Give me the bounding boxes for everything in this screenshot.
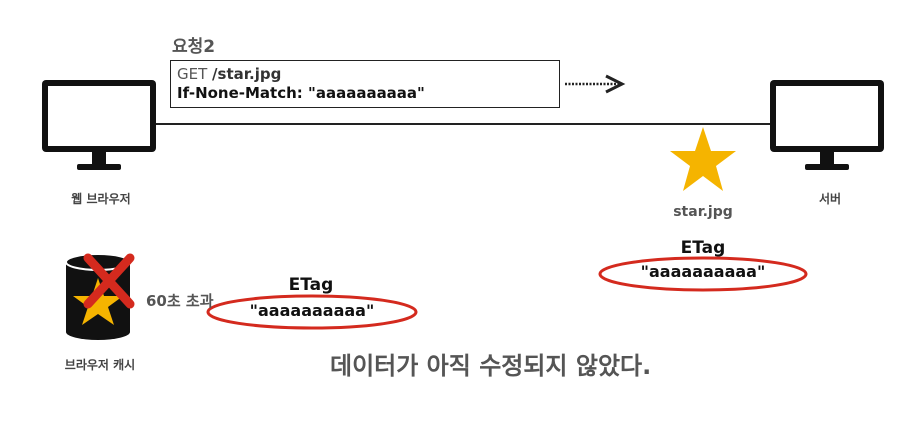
request-line: GET /star.jpg bbox=[177, 65, 553, 84]
arrow-right-icon bbox=[565, 74, 626, 94]
star-icon bbox=[670, 127, 736, 191]
server-resource-label: star.jpg bbox=[673, 204, 733, 220]
request-title: 요청2 bbox=[172, 37, 216, 57]
request-header: If-None-Match: "aaaaaaaaaa" bbox=[177, 84, 425, 102]
server-monitor-icon bbox=[770, 80, 884, 170]
cache-expired-text: 60초 초과 bbox=[146, 292, 214, 310]
cache-etag-highlight bbox=[206, 294, 418, 330]
cache-label: 브라우저 캐시 bbox=[64, 358, 136, 372]
server-etag-title: ETag bbox=[680, 238, 726, 258]
cache-etag-value: "aaaaaaaaaa" bbox=[249, 301, 375, 320]
server-etag-value: "aaaaaaaaaa" bbox=[640, 262, 766, 281]
request-method: GET bbox=[177, 65, 208, 83]
server-etag-highlight bbox=[598, 256, 808, 292]
client-label: 웹 브라우저 bbox=[71, 192, 131, 206]
client-monitor-icon bbox=[42, 80, 156, 170]
x-mark-icon bbox=[83, 253, 135, 309]
cache-etag-title: ETag bbox=[288, 275, 334, 295]
conclusion-text: 데이터가 아직 수정되지 않았다. bbox=[330, 352, 652, 380]
request-path: /star.jpg bbox=[212, 65, 282, 83]
server-label: 서버 bbox=[818, 192, 842, 206]
request-message-box: GET /star.jpg If-None-Match: "aaaaaaaaaa… bbox=[170, 60, 560, 108]
